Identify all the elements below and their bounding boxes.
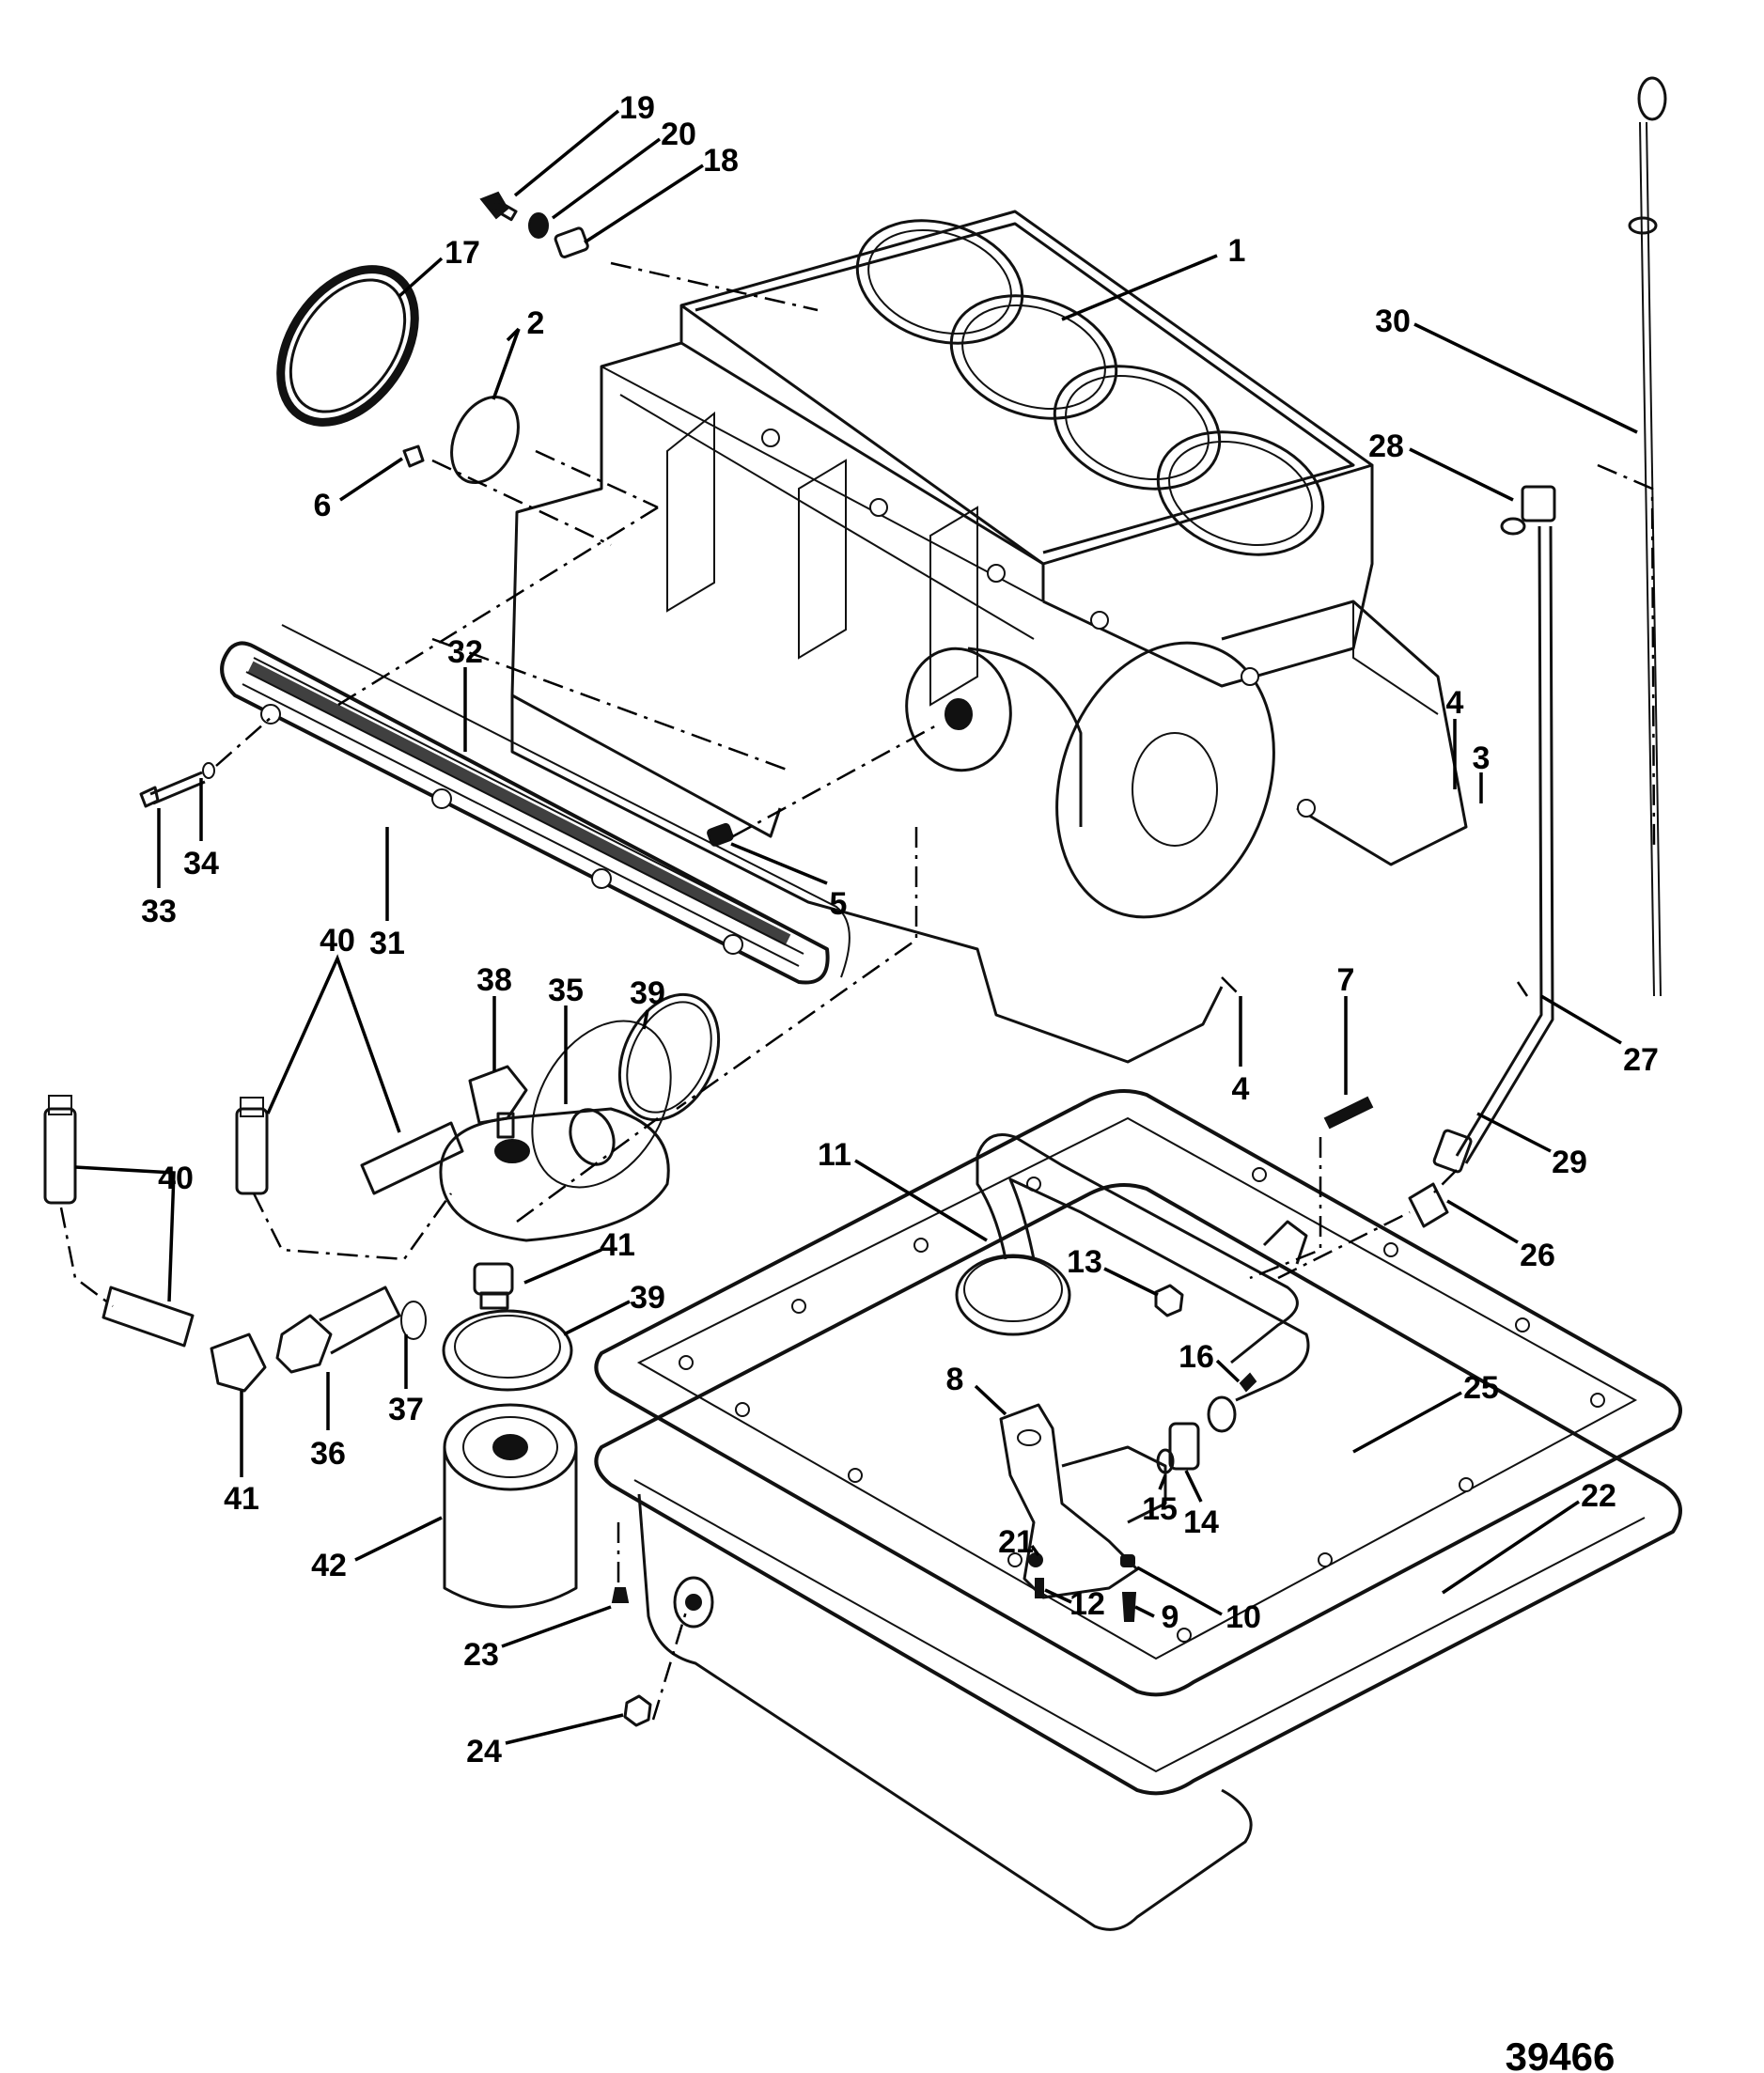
callout-12: 12	[1069, 1586, 1105, 1622]
callout-40-lower: 40	[158, 1161, 194, 1196]
callout-15: 15	[1142, 1491, 1178, 1527]
bolt-33	[139, 771, 206, 808]
callout-31: 31	[369, 926, 405, 961]
dipstick	[1628, 76, 1667, 997]
plug-6	[402, 444, 425, 468]
callout-3: 3	[1473, 740, 1491, 776]
callout-6: 6	[314, 488, 332, 523]
nut-13	[1154, 1284, 1184, 1317]
rear-main-seal	[276, 265, 419, 427]
callout-41-upper: 41	[600, 1227, 635, 1263]
elbow-41-lower	[210, 1333, 267, 1393]
callout-7: 7	[1337, 962, 1355, 998]
washer-34	[202, 762, 215, 779]
bolt-19	[479, 191, 518, 222]
dowel-5	[707, 822, 734, 847]
callout-25: 25	[1463, 1370, 1499, 1406]
callout-33: 33	[141, 894, 177, 929]
expansion-plug	[450, 395, 520, 485]
leader-lines	[74, 109, 1638, 1745]
callout-8: 8	[946, 1362, 964, 1397]
callout-1: 1	[1228, 233, 1246, 269]
callout-42: 42	[311, 1548, 347, 1583]
callout-29: 29	[1552, 1145, 1587, 1180]
callout-4-upper: 4	[1446, 685, 1464, 721]
callout-36: 36	[310, 1436, 346, 1472]
fitting-40-upper-a	[235, 1097, 269, 1195]
fitting-40-lower-b	[101, 1286, 195, 1348]
o-ring-39-upper	[617, 992, 721, 1122]
elbow-38	[468, 1065, 528, 1139]
callout-14: 14	[1183, 1504, 1219, 1540]
callout-labels: 1 2 3 4 4 5 6 7 8 9 10 11 12 13 14 15 16…	[141, 90, 1659, 1769]
o-ring-39-lower	[442, 1309, 573, 1392]
callout-20: 20	[661, 117, 696, 152]
callout-5: 5	[830, 886, 848, 922]
fitting-36	[275, 1286, 401, 1374]
small-parts-9-10-12-21	[1028, 1552, 1137, 1622]
washer-20	[528, 212, 549, 239]
callout-2: 2	[527, 305, 545, 341]
callout-38: 38	[476, 962, 512, 998]
callout-21: 21	[998, 1524, 1034, 1560]
callout-28: 28	[1368, 429, 1404, 464]
callout-4-lower: 4	[1232, 1071, 1250, 1107]
callout-10: 10	[1225, 1599, 1261, 1635]
callout-18: 18	[703, 143, 739, 179]
callout-27: 27	[1623, 1042, 1659, 1078]
callout-13: 13	[1067, 1244, 1102, 1280]
callout-30: 30	[1375, 304, 1411, 339]
o-ring-37	[400, 1301, 427, 1340]
callout-19: 19	[619, 90, 655, 126]
assembly-lines	[59, 261, 1656, 1721]
side-cover-gasket	[281, 624, 851, 978]
callout-24: 24	[466, 1734, 502, 1769]
pickup-tube	[955, 1133, 1310, 1433]
side-cover	[220, 641, 830, 985]
oil-filter-42	[443, 1403, 578, 1609]
callout-17: 17	[445, 235, 480, 271]
callout-39-upper: 39	[630, 975, 665, 1011]
callout-35: 35	[548, 973, 584, 1008]
callout-26: 26	[1520, 1238, 1555, 1273]
gasket-14	[1168, 1422, 1200, 1471]
o-ring-15	[1156, 1448, 1175, 1474]
callout-11: 11	[818, 1137, 851, 1173]
oil-pan-gasket	[594, 1089, 1682, 1697]
callout-9: 9	[1162, 1599, 1179, 1635]
oil-pump	[999, 1403, 1167, 1599]
callout-41-lower: 41	[224, 1481, 259, 1517]
gasket-35	[531, 1020, 672, 1189]
fitting-40-lower-a	[43, 1095, 77, 1205]
fitting-40-upper-b	[360, 1121, 464, 1195]
dipstick-tube	[1432, 485, 1556, 1174]
plate-18	[554, 226, 589, 258]
callout-40-upper: 40	[320, 923, 355, 959]
callout-16: 16	[1179, 1339, 1214, 1375]
filter-adapter	[439, 1107, 670, 1242]
bolt-16	[1239, 1372, 1257, 1393]
callout-34: 34	[183, 846, 219, 881]
oil-pan	[594, 1183, 1682, 1931]
callout-32: 32	[447, 634, 483, 670]
callout-23: 23	[463, 1637, 499, 1673]
callout-37: 37	[388, 1392, 424, 1427]
stud-7	[1323, 1096, 1374, 1130]
drain-bolt-23	[611, 1587, 630, 1603]
engine-block	[510, 210, 1468, 1064]
fitting-26	[1408, 1182, 1449, 1228]
callout-39-lower: 39	[630, 1280, 665, 1316]
callout-22: 22	[1581, 1478, 1616, 1514]
figure-number: 39466	[1506, 2034, 1616, 2073]
drain-plug-24	[623, 1694, 652, 1727]
plug-41-upper	[473, 1262, 514, 1310]
